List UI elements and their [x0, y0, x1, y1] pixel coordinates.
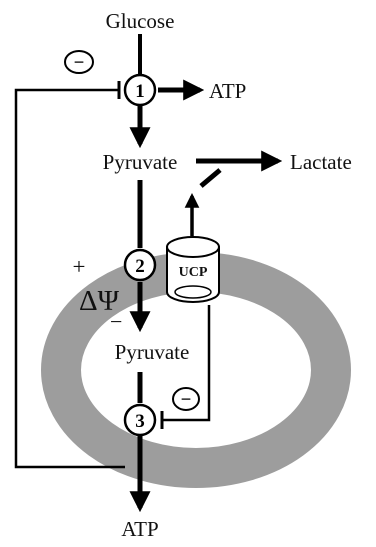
membrane-minus-label: − — [110, 309, 122, 334]
step-2: 2 — [123, 248, 157, 282]
feedback-inhibition-loop — [14, 88, 125, 469]
ucp-activation-bar — [199, 168, 222, 188]
step-1-number: 1 — [135, 81, 145, 102]
delta-psi-label: ΔΨ — [79, 285, 120, 317]
pyruvate-matrix-label: Pyruvate — [115, 340, 190, 364]
atp-top-label: ATP — [209, 79, 246, 103]
ucp-channel: UCP — [166, 236, 220, 303]
ucp-label: UCP — [179, 265, 208, 280]
step-2-number: 2 — [135, 256, 145, 277]
ucp-inhibition-line — [162, 305, 211, 422]
lactate-label: Lactate — [290, 150, 352, 174]
inhibition-sign-top: − — [64, 50, 94, 74]
pyruvate-cytosol-label: Pyruvate — [103, 150, 178, 174]
atp-bottom-label: ATP — [121, 517, 158, 541]
plus-label: + — [73, 254, 86, 279]
step-3: 3 — [123, 403, 157, 437]
ucp-cylinder-top — [166, 236, 220, 258]
ucp-cylinder-bottom — [174, 285, 212, 299]
step-1: 1 — [123, 73, 157, 107]
inhibition-sign-bottom-symbol: − — [181, 389, 192, 409]
glucose-label: Glucose — [106, 9, 175, 33]
inhibition-sign-bottom: − — [172, 387, 200, 411]
inhibition-sign-top-symbol: − — [74, 52, 85, 72]
step-3-number: 3 — [135, 411, 145, 432]
